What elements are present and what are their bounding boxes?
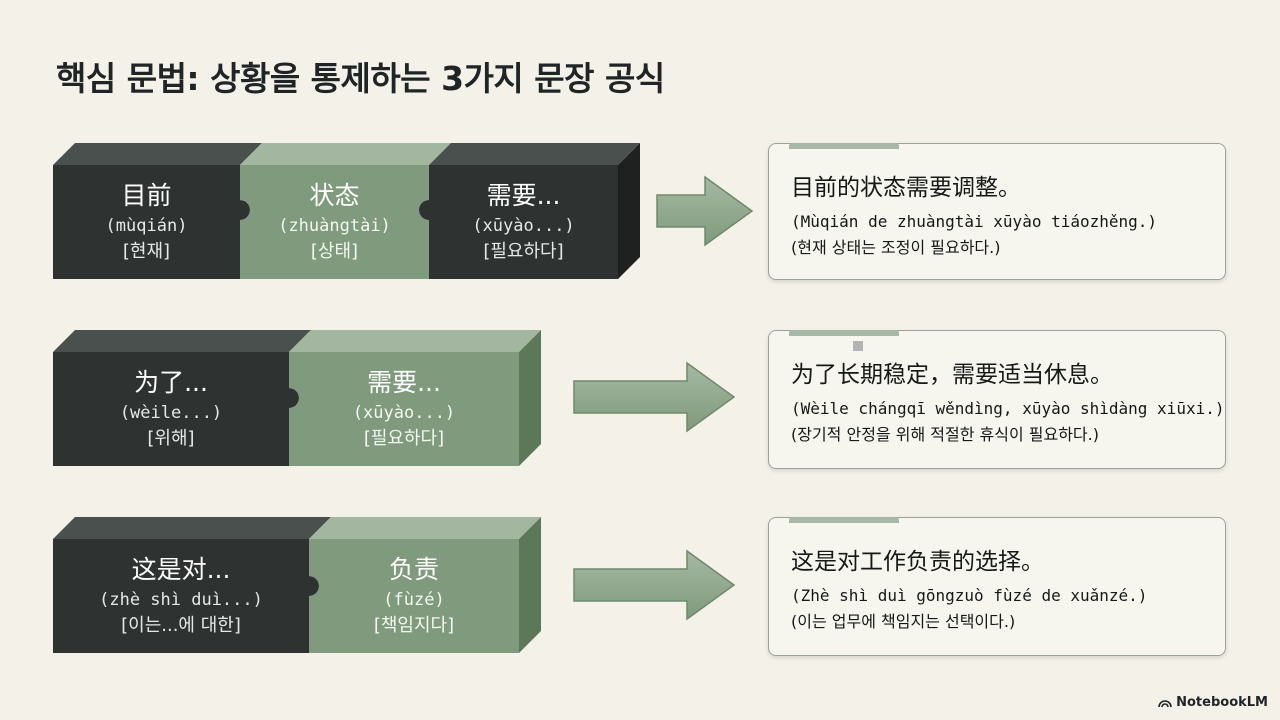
block-dark xyxy=(53,352,299,466)
pinyin-label: (fùzé) xyxy=(383,590,445,610)
arrow-icon xyxy=(573,549,736,621)
row-3-blocks xyxy=(53,517,541,653)
block-dark xyxy=(53,165,250,279)
block-row2-1: 为了... (wèile...) [위해] xyxy=(53,352,289,466)
block-row2-2: 需要... (xūyào...) [필요하다] xyxy=(289,352,519,466)
card-tab xyxy=(789,517,899,523)
chinese-sentence: 为了长期稳定，需要适当休息。 xyxy=(791,362,1113,388)
block-green xyxy=(309,539,519,653)
korean-label: [이는...에 대한] xyxy=(121,615,241,636)
pinyin-label: (zhuàngtài) xyxy=(278,216,391,236)
block-row3-1: 这是对... (zhè shì duì...) [이는...에 대한] xyxy=(53,539,309,653)
chinese-sentence: 这是对工作负责的选择。 xyxy=(791,549,1044,575)
slide-title: 핵심 문법: 상황을 통제하는 3가지 문장 공식 xyxy=(56,59,665,98)
pinyin-label: (wèile...) xyxy=(119,403,223,423)
pinyin-label: (xūyào...) xyxy=(472,216,575,236)
block-row3-2: 负责 (fùzé) [책임지다] xyxy=(309,539,519,653)
hanzi-label: 这是对... xyxy=(131,555,231,584)
pinyin-sentence: (Zhè shì duì gōngzuò fùzé de xuǎnzé.) xyxy=(791,586,1148,605)
block-dark xyxy=(53,539,319,653)
hanzi-label: 为了... xyxy=(134,368,208,397)
cursor-marker xyxy=(853,341,863,351)
hanzi-label: 负责 xyxy=(388,555,439,584)
arrow-icon xyxy=(573,361,736,433)
pinyin-label: (zhè shì duì...) xyxy=(99,590,263,610)
korean-translation: (현재 상태는 조정이 필요하다.) xyxy=(791,238,1001,257)
pinyin-label: (xūyào...) xyxy=(352,403,456,423)
result-card-2: 为了长期稳定，需要适当休息。 (Wèile chángqī wěndìng, x… xyxy=(768,330,1226,469)
korean-translation: (이는 업무에 책임지는 선택이다.) xyxy=(791,612,1016,631)
logo-text: NotebookLM xyxy=(1176,695,1268,710)
korean-label: [상태] xyxy=(310,241,359,262)
korean-label: [필요하다] xyxy=(483,241,564,262)
block-row1-2: 状态 (zhuàngtài) [상태] xyxy=(240,165,429,279)
block-green xyxy=(240,165,429,279)
card-tab xyxy=(789,330,899,336)
hanzi-label: 需要... xyxy=(486,181,561,210)
card-tab xyxy=(789,143,899,149)
korean-label: [현재] xyxy=(122,241,171,262)
notebooklm-logo: NotebookLM xyxy=(1158,695,1268,710)
block-row1-1: 目前 (mùqián) [현재] xyxy=(53,165,240,279)
korean-label: [책임지다] xyxy=(373,615,455,636)
block-row1-3: 需要... (xūyào...) [필요하다] xyxy=(429,165,618,279)
result-card-3: 这是对工作负责的选择。 (Zhè shì duì gōngzuò fùzé de… xyxy=(768,517,1226,656)
row-2-blocks xyxy=(53,330,541,466)
pinyin-label: (mùqián) xyxy=(105,216,188,236)
korean-label: [필요하다] xyxy=(363,428,445,449)
korean-translation: (장기적 안정을 위해 적절한 휴식이 필요하다.) xyxy=(791,425,1099,444)
chinese-sentence: 目前的状态需要调整。 xyxy=(791,175,1021,201)
hanzi-label: 目前 xyxy=(121,181,172,210)
row-1-blocks xyxy=(53,143,640,279)
korean-label: [위해] xyxy=(147,428,195,449)
arrow-icon xyxy=(656,175,754,247)
result-card-1: 目前的状态需要调整。 (Mùqián de zhuàngtài xūyào ti… xyxy=(768,143,1226,280)
hanzi-label: 需要... xyxy=(367,368,441,397)
notebooklm-icon xyxy=(1158,699,1172,707)
pinyin-sentence: (Wèile chángqī wěndìng, xūyào shìdàng xi… xyxy=(791,399,1225,418)
block-dark xyxy=(419,165,618,279)
pinyin-sentence: (Mùqián de zhuàngtài xūyào tiáozhěng.) xyxy=(791,212,1158,231)
hanzi-label: 状态 xyxy=(309,181,360,210)
block-green xyxy=(289,352,519,466)
